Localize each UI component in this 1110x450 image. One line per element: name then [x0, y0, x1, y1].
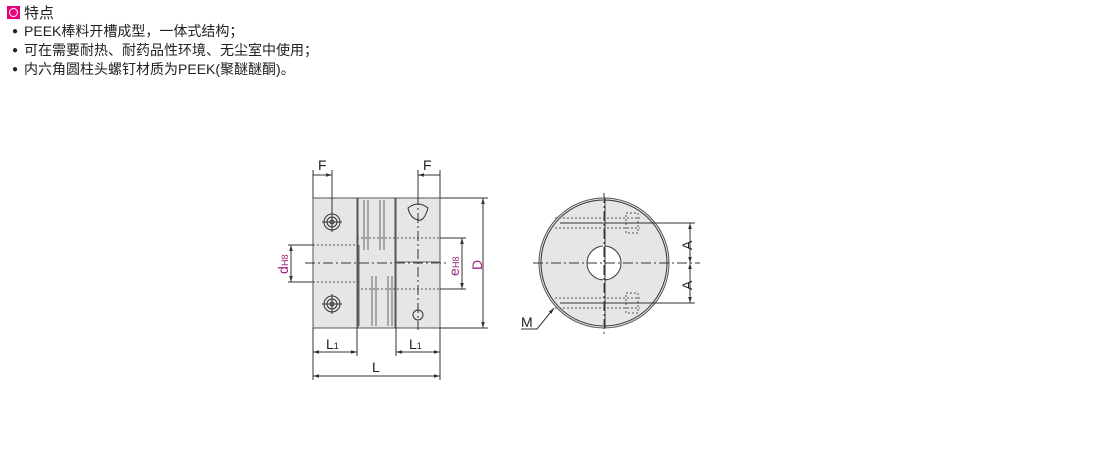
- dim-label-l1: L1: [326, 336, 339, 352]
- screw-icon: [322, 294, 342, 314]
- front-view: [521, 193, 700, 336]
- dim-label-m: M: [521, 314, 533, 330]
- dim-label-e-sub: H8: [451, 256, 461, 268]
- dim-label-a: A: [679, 280, 695, 290]
- dim-label-l1: L1: [409, 336, 422, 352]
- dim-label-l: L: [372, 359, 380, 375]
- dim-label-d: d: [275, 266, 291, 274]
- dim-label-D: D: [469, 260, 485, 270]
- dim-label-d-sub: H8: [280, 254, 290, 266]
- feature-item: 内六角圆柱头螺钉材质为PEEK(聚醚醚酮)。: [12, 60, 295, 79]
- dim-label-a: A: [679, 240, 695, 250]
- dim-label-f: F: [318, 157, 327, 173]
- feature-item: PEEK棒料开槽成型，一体式结构；: [12, 22, 243, 41]
- section-header: 特点: [7, 2, 54, 23]
- feature-item: 可在需要耐热、耐药品性环境、无尘室中使用；: [12, 41, 318, 60]
- dim-label-e: e: [446, 268, 462, 276]
- section-title: 特点: [24, 5, 55, 22]
- dim-label-f: F: [423, 157, 432, 173]
- screw-icon: [322, 212, 342, 232]
- circle-square-icon: [7, 6, 20, 19]
- side-view: [288, 170, 488, 380]
